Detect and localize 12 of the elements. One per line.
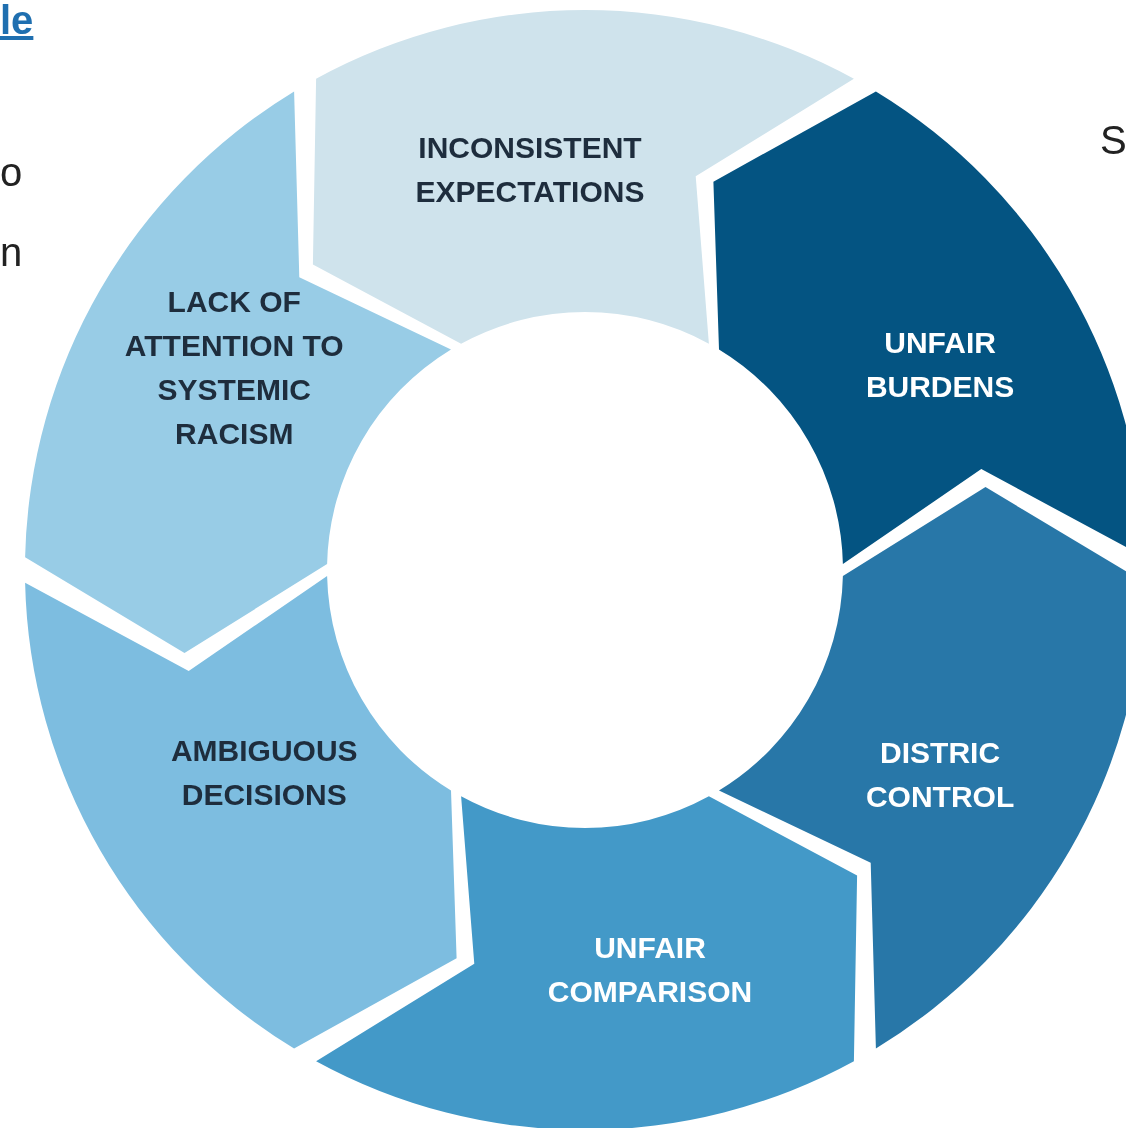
segment-label: UNFAIR COMPARISON bbox=[546, 930, 754, 1010]
text-fragment: o bbox=[0, 152, 23, 192]
cycle-segment bbox=[25, 575, 457, 1049]
segment-label: AMBIGUOUS DECISIONS bbox=[169, 732, 359, 813]
segment-label: LACK OF ATTENTION TO SYSTEMIC RACISM bbox=[124, 283, 345, 452]
segment-label: UNFAIR BURDENS bbox=[864, 325, 1016, 405]
segment-label: INCONSISTENT EXPECTATIONS bbox=[414, 130, 646, 210]
cycle-segment bbox=[713, 91, 1126, 565]
text-fragment: n bbox=[0, 232, 23, 272]
segment-label: DISTRIC CONTROL bbox=[864, 735, 1016, 815]
text-fragment: S bbox=[1100, 120, 1126, 160]
heading-link: le bbox=[0, 0, 34, 40]
